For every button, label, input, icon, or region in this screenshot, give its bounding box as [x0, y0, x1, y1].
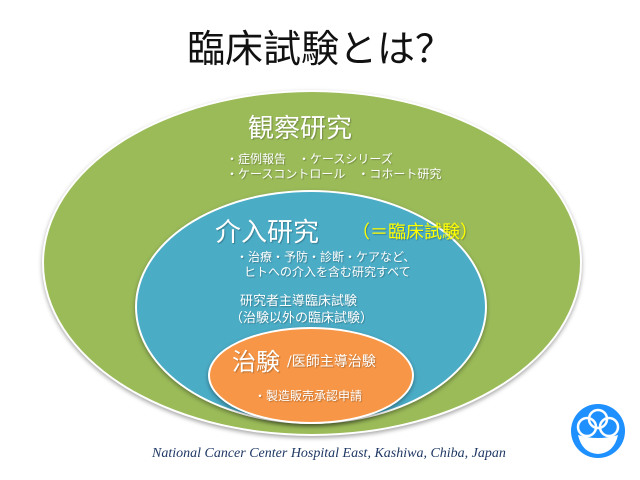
observational-item-line: ・ケースコントロール ・コホート研究 — [226, 167, 442, 181]
investigator-trial-label: 研究者主導臨床試験 — [240, 294, 358, 309]
interventional-desc-line: ヒトへの介入を含む研究すべて — [244, 265, 411, 279]
interventional-equals-note: （＝臨床試験） — [352, 222, 478, 243]
trial-item: ・製造販売承認申請 — [254, 389, 363, 403]
institution-footer: National Cancer Center Hospital East, Ka… — [152, 446, 506, 461]
slide-title: 臨床試験とは？ — [186, 27, 453, 71]
interventional-desc-line: ・治療・予防・診断・ケアなど、 — [236, 250, 416, 264]
investigator-trial-note: （治験以外の臨床試験） — [230, 311, 374, 326]
trial-title: 治験 — [232, 348, 280, 376]
trial-subtitle: /医師主導治験 — [287, 354, 376, 370]
observational-title: 観察研究 — [248, 114, 353, 144]
interventional-title: 介入研究 — [215, 218, 320, 248]
observational-item-line: ・症例報告 ・ケースシリーズ — [226, 152, 393, 166]
clinical-trial-ellipse — [208, 327, 414, 424]
institution-logo-icon — [571, 404, 625, 458]
